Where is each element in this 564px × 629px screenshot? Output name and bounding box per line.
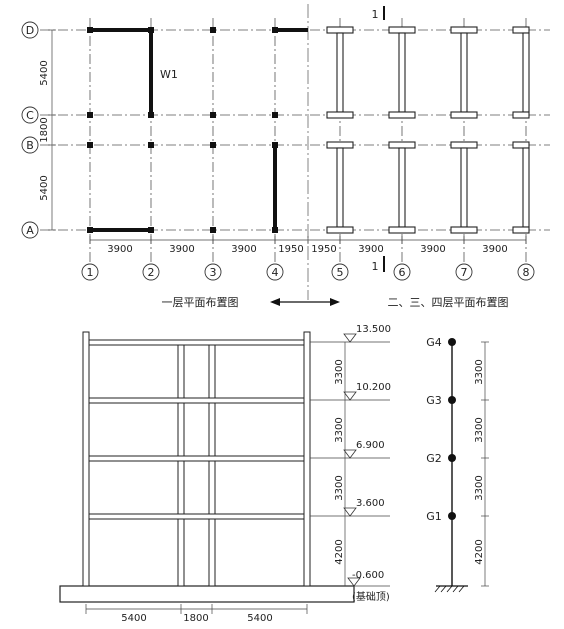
level-3600: 3.600	[356, 498, 385, 509]
foundation-slab	[59, 585, 355, 603]
plan-vertical-dims: 5400 1800 5400	[39, 29, 56, 231]
mass-G3	[448, 396, 456, 404]
dim-col-6-7: 3900	[420, 244, 445, 255]
mass-G1	[448, 512, 456, 520]
elevation-bay-dims: 5400 1800 5400	[85, 604, 308, 624]
level-13500: 13.500	[356, 324, 391, 335]
section-mark-bottom: 1	[372, 260, 379, 273]
plan-view: D C B A 5400 1800 5400	[21, 4, 550, 309]
mass-G4	[448, 338, 456, 346]
mass-label-G1: G1	[426, 510, 442, 523]
col-label-3: 3	[210, 266, 217, 279]
dim-DC: 5400	[39, 60, 50, 85]
upper-floor-frames	[326, 26, 530, 234]
col-label-5: 5	[337, 266, 344, 279]
caption-upper-floors: 二、三、四层平面布置图	[388, 296, 509, 309]
stick-dim-2: 3300	[474, 475, 485, 500]
row-label-C-circle	[21, 106, 39, 124]
col-label-6: 6	[399, 266, 406, 279]
story-dim-3: 3300	[334, 417, 345, 442]
row-label-D-circle	[21, 21, 39, 39]
section-mark-top: 1	[372, 8, 379, 21]
elevation-beams	[88, 339, 305, 520]
mass-label-G2: G2	[426, 452, 442, 465]
column-labels: 1 2 3 4 5 6 7 8	[81, 263, 535, 281]
elevation-view: 13.500 10.200 6.900 3.600 -0.600 (基础顶) 3…	[59, 324, 391, 624]
bay-dim-2: 1800	[183, 613, 208, 624]
row-label-B: B	[26, 139, 34, 152]
level-markers: 13.500 10.200 6.900 3.600 -0.600 (基础顶)	[310, 324, 391, 603]
wall-label: W1	[160, 68, 178, 81]
dim-col-mid-5: 1950	[311, 244, 336, 255]
level-10200: 10.200	[356, 382, 391, 393]
ground-floor-walls	[90, 28, 308, 232]
stick-dim-1: 4200	[474, 539, 485, 564]
elevation-story-dims: 3300 3300 3300 4200	[334, 342, 346, 586]
bay-dim-1: 5400	[121, 613, 146, 624]
foundation-note: (基础顶)	[352, 590, 390, 603]
row-label-A-circle	[21, 221, 39, 239]
dim-col-3-4: 3900	[231, 244, 256, 255]
dim-col-5-6: 3900	[358, 244, 383, 255]
bay-dim-3: 5400	[247, 613, 272, 624]
dim-col-1-2: 3900	[107, 244, 132, 255]
mass-label-G4: G4	[426, 336, 442, 349]
stick-model: G4 G3 G2 G1 3300 3300 3300 4200	[426, 336, 489, 593]
dim-col-7-8: 3900	[482, 244, 507, 255]
ground-floor-columns	[87, 27, 278, 233]
col-label-4: 4	[272, 266, 279, 279]
row-label-D: D	[26, 24, 34, 37]
row-labels: D C B A	[21, 21, 39, 239]
mass-label-G3: G3	[426, 394, 442, 407]
stick-dim-4: 3300	[474, 359, 485, 384]
mass-G2	[448, 454, 456, 462]
caption-ground-floor: 一层平面布置图	[162, 296, 239, 309]
dim-CB: 1800	[39, 117, 50, 142]
fixed-support	[434, 585, 468, 593]
level-minus-0600: -0.600	[352, 570, 384, 581]
row-label-A: A	[26, 224, 34, 237]
stick-dim-3: 3300	[474, 417, 485, 442]
row-label-B-circle	[21, 136, 39, 154]
story-dim-1: 4200	[334, 539, 345, 564]
row-label-C: C	[26, 109, 34, 122]
dim-BA: 5400	[39, 175, 50, 200]
section-marks: 1 1	[372, 6, 385, 273]
col-label-8: 8	[523, 266, 530, 279]
col-label-1: 1	[87, 266, 94, 279]
story-dim-4: 3300	[334, 359, 345, 384]
col-label-7: 7	[461, 266, 468, 279]
level-6900: 6.900	[356, 440, 385, 451]
dim-col-4-mid: 1950	[278, 244, 303, 255]
plan-horizontal-dims: 3900 3900 3900 1950 1950 3900 3900 3900	[89, 236, 527, 255]
col-label-2: 2	[148, 266, 155, 279]
double-arrow	[270, 298, 340, 306]
story-dim-2: 3300	[334, 475, 345, 500]
dim-col-2-3: 3900	[169, 244, 194, 255]
